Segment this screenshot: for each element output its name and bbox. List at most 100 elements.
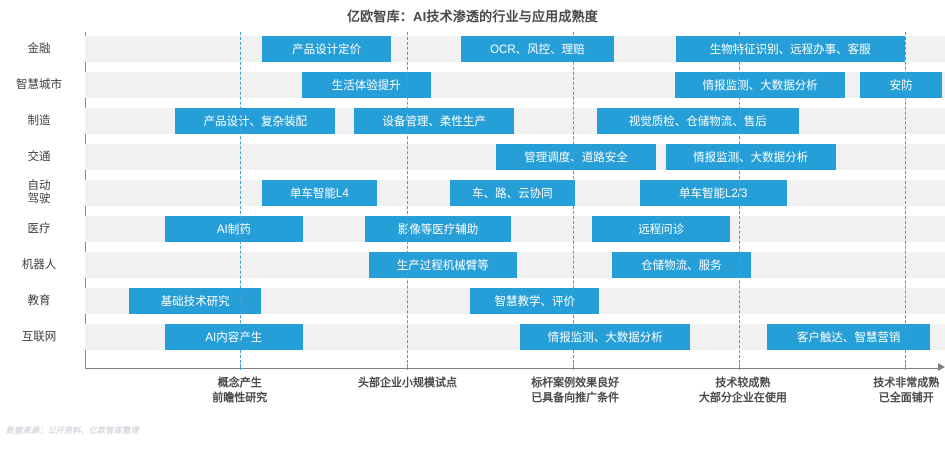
x-axis-stage-label-line: 标杆案例效果良好 [531, 377, 620, 389]
row-label-医疗: 医疗 [0, 223, 78, 236]
x-axis-stage-label: 概念产生前瞻性研究 [155, 376, 325, 406]
application-bar-label: 车、路、云协同 [472, 188, 553, 200]
row-label-line: 互联网 [21, 330, 57, 343]
application-bar[interactable]: 单车智能L2/3 [639, 180, 787, 206]
x-axis-stage-label-line: 头部企业小规模试点 [358, 377, 457, 389]
application-bar-label: 设备管理、柔性生产 [382, 116, 486, 128]
row-label-line: 制造 [27, 114, 51, 127]
x-axis-tick [406, 364, 408, 370]
row-label-line: 机器人 [21, 258, 57, 271]
application-bar-label: 管理调度、道路安全 [524, 152, 628, 164]
x-axis-tick [239, 364, 241, 370]
x-axis-stage-label-line: 已全面铺开 [878, 392, 934, 404]
application-bar[interactable]: 产品设计定价 [262, 36, 392, 62]
x-axis-stage-label: 标杆案例效果良好已具备向推广条件 [490, 376, 660, 406]
x-axis-tick [738, 364, 740, 370]
application-bar[interactable]: 远程问诊 [592, 216, 730, 242]
chart-row-band: AI制药 影像等医疗辅助 远程问诊 [85, 216, 945, 242]
application-bar-label: 影像等医疗辅助 [397, 224, 479, 236]
application-bar[interactable]: 情报监测、大数据分析 [520, 324, 691, 350]
application-bar[interactable]: 基础技术研究 [128, 288, 262, 314]
x-axis-stage-label: 技术较成熟大部分企业在使用 [658, 376, 828, 406]
application-bar[interactable]: 客户触达、智慧营销 [766, 324, 931, 350]
application-bar[interactable]: AI内容产生 [164, 324, 303, 350]
x-axis-stage-label-line: 技术较成熟 [715, 377, 771, 389]
application-bar[interactable]: 单车智能L4 [262, 180, 377, 206]
application-bar-label: 视觉质检、仓储物流、售后 [628, 116, 767, 128]
application-bar[interactable]: 视觉质检、仓储物流、售后 [596, 108, 799, 134]
stage-gridline [572, 32, 574, 368]
application-bar[interactable]: AI制药 [164, 216, 303, 242]
x-axis-stage-label-line: 概念产生 [217, 377, 262, 389]
x-axis-line [85, 368, 941, 369]
source-note: 数据来源：公开资料、亿欧智库整理 [6, 426, 139, 435]
application-bar[interactable]: 产品设计、复杂装配 [175, 108, 336, 134]
row-label-机器人: 机器人 [0, 259, 78, 272]
application-bar[interactable]: 安防 [859, 72, 943, 98]
application-bar-label: AI内容产生 [205, 332, 263, 344]
application-bar-label: 客户触达、智慧营销 [796, 332, 901, 344]
chart-row-band: 基础技术研究 智慧教学、评价 [85, 288, 945, 314]
stage-gridline [905, 32, 907, 368]
application-bar[interactable]: 生物特征识别、远程办事、客服 [675, 36, 905, 62]
application-bar[interactable]: 影像等医疗辅助 [365, 216, 511, 242]
x-axis-stage-label: 技术非常成熟已全面铺开 [821, 376, 945, 406]
application-bar-label: 生产过程机械臂等 [396, 260, 489, 272]
x-axis-stage-label-line: 已具备向推广条件 [531, 392, 620, 404]
x-axis-stage-label: 头部企业小规模试点 [323, 376, 493, 391]
stage-gridline [239, 32, 241, 368]
stage-gridline [738, 32, 740, 368]
application-bar-label: 产品设计定价 [292, 44, 362, 56]
row-label-line: 驾驶 [27, 193, 51, 205]
chart-row-band: 管理调度、道路安全 情报监测、大数据分析 [85, 144, 945, 170]
application-bar-label: 情报监测、大数据分析 [702, 80, 818, 92]
application-bar-label: 生活体验提升 [331, 80, 401, 92]
application-bar-label: 生物特征识别、远程办事、客服 [709, 44, 871, 56]
row-label-line: 交通 [27, 150, 51, 163]
row-label-自动驾驶: 自动驾驶 [0, 180, 78, 206]
application-bar-label: 产品设计、复杂装配 [203, 116, 308, 128]
application-bar[interactable]: 情报监测、大数据分析 [665, 144, 836, 170]
application-bar[interactable]: 智慧教学、评价 [470, 288, 600, 314]
row-label-金融: 金融 [0, 43, 78, 56]
application-bar-label: OCR、风控、理赔 [490, 44, 585, 56]
application-bar-label: 远程问诊 [638, 224, 685, 236]
row-label-line: 智慧城市 [16, 78, 62, 91]
application-bar[interactable]: 管理调度、道路安全 [496, 144, 657, 170]
row-label-互联网: 互联网 [0, 331, 78, 344]
x-axis-arrow-icon [938, 363, 945, 371]
application-bar[interactable]: 情报监测、大数据分析 [674, 72, 846, 98]
application-bar-label: 情报监测、大数据分析 [547, 332, 663, 344]
x-axis-tick [905, 364, 907, 370]
application-bar[interactable]: 设备管理、柔性生产 [354, 108, 515, 134]
application-bar-label: 情报监测、大数据分析 [693, 152, 809, 164]
application-bar-label: 基础技术研究 [160, 296, 230, 308]
x-axis-stage-label-line: 前瞻性研究 [212, 392, 268, 404]
chart-row-band: 生产过程机械臂等 仓储物流、服务 [85, 252, 945, 278]
application-bar-label: 安防 [889, 80, 913, 92]
application-bar[interactable]: OCR、风控、理赔 [460, 36, 614, 62]
application-bar-label: 仓储物流、服务 [641, 260, 722, 272]
row-label-教育: 教育 [0, 295, 78, 308]
page-title: 亿欧智库：AI技术渗透的行业与应用成熟度 [346, 9, 598, 24]
chart-row-band: 单车智能L4 车、路、云协同 单车智能L2/3 [85, 180, 945, 206]
row-label-智慧城市: 智慧城市 [0, 79, 78, 92]
row-label-制造: 制造 [0, 115, 78, 128]
x-axis-stage-label-line: 技术非常成熟 [873, 377, 940, 389]
chart-row-band: AI内容产生 情报监测、大数据分析 客户触达、智慧营销 [85, 324, 945, 350]
application-bar-label: 单车智能L2/3 [679, 188, 748, 200]
chart-row-band: 生活体验提升 情报监测、大数据分析 安防 [85, 72, 945, 98]
x-axis-tick [572, 364, 574, 370]
row-label-line: 医疗 [27, 222, 51, 235]
application-bar[interactable]: 仓储物流、服务 [612, 252, 751, 278]
application-bar[interactable]: 生产过程机械臂等 [368, 252, 517, 278]
row-label-line: 自动 [27, 180, 51, 192]
application-bar[interactable]: 车、路、云协同 [449, 180, 576, 206]
application-bar[interactable]: 生活体验提升 [301, 72, 431, 98]
application-bar-label: 智慧教学、评价 [494, 296, 576, 308]
application-bar-label: AI制药 [216, 224, 251, 236]
stage-gridline [406, 32, 408, 368]
row-label-line: 教育 [27, 294, 51, 307]
row-label-line: 金融 [27, 42, 51, 55]
